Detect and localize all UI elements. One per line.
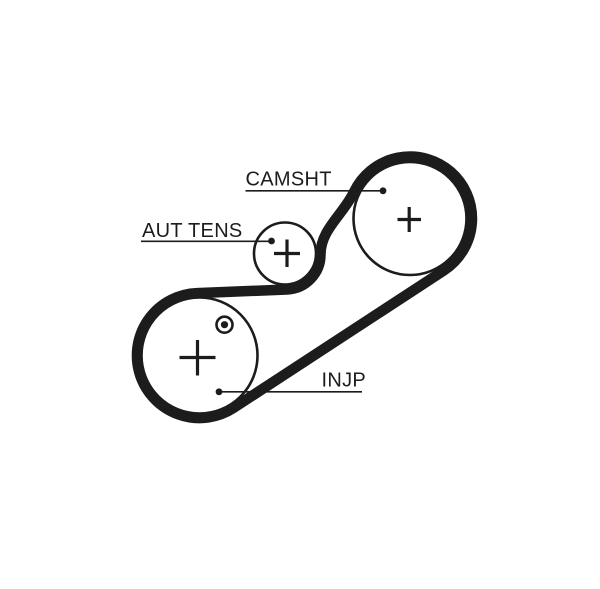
camshaft-pulley xyxy=(352,160,468,277)
aut-tens-leader-dot xyxy=(268,237,275,245)
injp-leader xyxy=(215,388,362,396)
injp-leader-dot xyxy=(215,388,223,396)
camsht-label: CAMSHT xyxy=(246,169,332,191)
injp-label: INJP xyxy=(322,370,367,392)
aut-tens-label: AUT TENS xyxy=(142,220,243,242)
timing-belt xyxy=(131,151,478,424)
aut-tens-leader xyxy=(141,237,275,245)
alignment-marker-ring xyxy=(215,315,234,335)
camsht-leader-dot xyxy=(379,187,387,195)
camshaft-center-mark xyxy=(397,207,421,232)
tensioner-center-mark xyxy=(274,239,300,267)
alignment-marker-dot xyxy=(220,321,229,329)
injection-pump-center-mark xyxy=(179,340,216,376)
alignment-marker xyxy=(215,315,234,335)
